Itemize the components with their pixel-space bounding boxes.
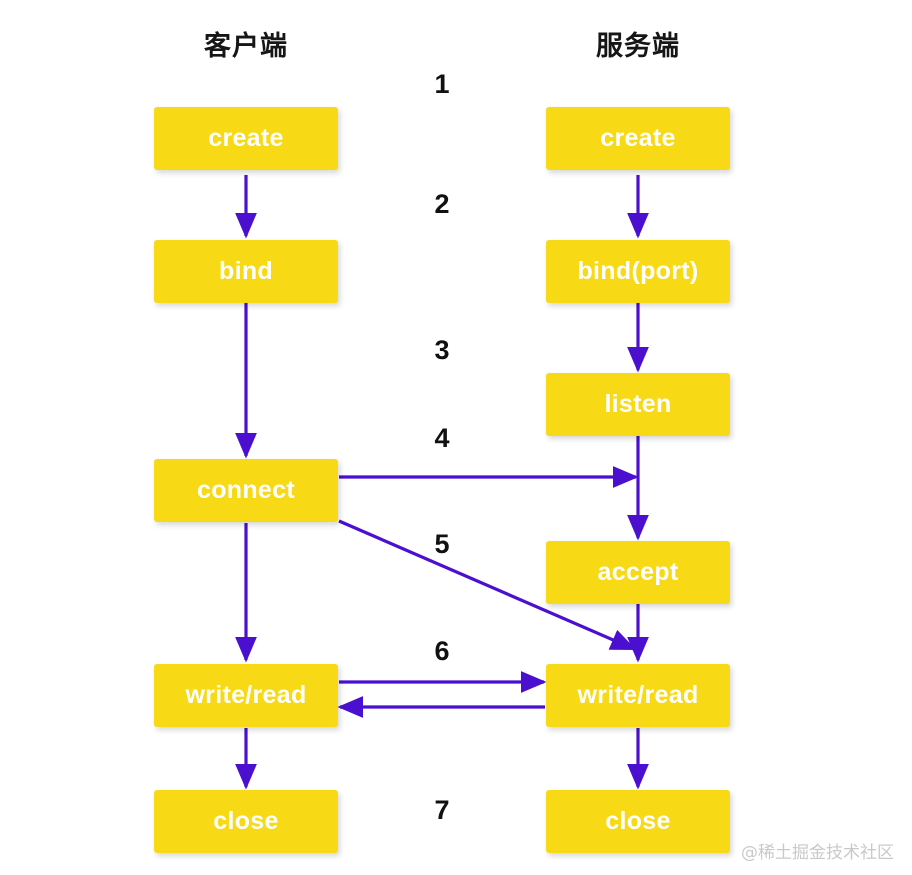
node-client-bind[interactable]: bind bbox=[154, 240, 338, 303]
node-label: create bbox=[208, 124, 284, 152]
node-label: listen bbox=[604, 390, 672, 418]
node-server-create[interactable]: create bbox=[546, 107, 730, 170]
node-label: create bbox=[600, 124, 676, 152]
node-label: close bbox=[605, 807, 671, 835]
node-client-write-read[interactable]: write/read bbox=[154, 664, 338, 727]
node-label: accept bbox=[597, 558, 679, 586]
node-client-create[interactable]: create bbox=[154, 107, 338, 170]
node-server-listen[interactable]: listen bbox=[546, 373, 730, 436]
node-server-accept[interactable]: accept bbox=[546, 541, 730, 604]
client-column-title: 客户端 bbox=[204, 31, 288, 61]
node-label: connect bbox=[197, 476, 295, 504]
node-client-close[interactable]: close bbox=[154, 790, 338, 853]
node-label: write/read bbox=[185, 681, 307, 709]
node-server-close[interactable]: close bbox=[546, 790, 730, 853]
node-label: write/read bbox=[577, 681, 699, 709]
node-label: bind(port) bbox=[577, 257, 699, 285]
node-server-bind-port[interactable]: bind(port) bbox=[546, 240, 730, 303]
step-number-2: 2 bbox=[434, 189, 450, 219]
node-label: close bbox=[213, 807, 279, 835]
step-number-6: 6 bbox=[434, 636, 450, 666]
step-number-7: 7 bbox=[434, 795, 450, 825]
step-number-4: 4 bbox=[434, 423, 450, 453]
server-column-title: 服务端 bbox=[596, 31, 680, 61]
node-label: bind bbox=[219, 257, 273, 285]
step-number-1: 1 bbox=[434, 69, 450, 99]
node-server-write-read[interactable]: write/read bbox=[546, 664, 730, 727]
node-client-connect[interactable]: connect bbox=[154, 459, 338, 522]
step-number-5: 5 bbox=[434, 529, 450, 559]
watermark: @稀土掘金技术社区 bbox=[741, 843, 894, 863]
step-number-3: 3 bbox=[434, 335, 450, 365]
